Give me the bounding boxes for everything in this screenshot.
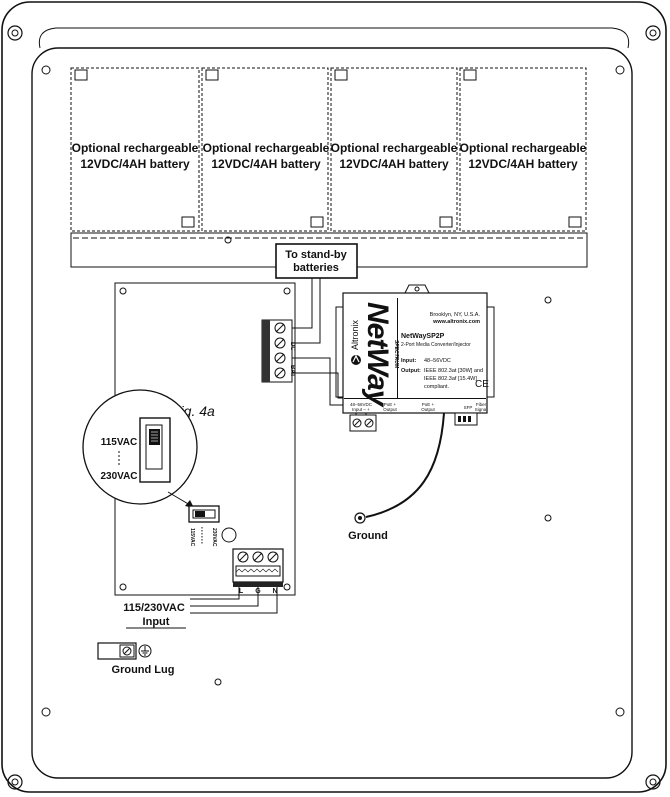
port-fiber-label: Fiber	[476, 402, 487, 407]
battery-3-line2: 12VDC/4AH battery	[339, 157, 449, 171]
board-hole	[119, 583, 127, 591]
standby-line1: To stand-by	[285, 249, 347, 261]
port-poe2-output: Output	[421, 407, 435, 412]
altronix-logo-icon	[351, 354, 361, 365]
battery-4-line2: 12VDC/4AH battery	[468, 157, 578, 171]
ground-stud-icon	[354, 512, 366, 524]
switch-230vac-label: 230VAC	[100, 471, 137, 482]
corner-screw-bottom-right	[645, 774, 661, 790]
onboard-230vac-label: 230VAC	[211, 528, 217, 547]
dc-bat-terminal-block	[261, 319, 293, 383]
input-label-line2: Input	[143, 616, 170, 628]
netway-output-key: Output:	[401, 368, 421, 374]
switch-115vac-label: 115VAC	[101, 437, 138, 448]
altronix-brand: Altronix	[350, 319, 360, 350]
netway-output-value-1: IEEE 802.3at [30W] and	[424, 368, 483, 374]
battery-2-line2: 12VDC/4AH battery	[211, 157, 321, 171]
ac-input-wires	[190, 587, 278, 614]
callout-arrow-line	[167, 491, 191, 506]
corner-screw-top-left	[7, 25, 23, 41]
netway-logo: NetWay	[361, 302, 394, 408]
ground-label: Ground	[348, 530, 388, 542]
bat-terminal-label: BAT	[289, 365, 295, 377]
board-hole	[119, 287, 127, 295]
mount-hole	[224, 236, 232, 244]
battery-1-line2: 12VDC/4AH battery	[80, 157, 190, 171]
mount-hole	[41, 65, 51, 75]
netway-model: NetWaySP2P	[401, 333, 445, 340]
ground-lug-label: Ground Lug	[112, 664, 175, 676]
input-label-line1: 115/230VAC	[123, 602, 185, 614]
mount-hole	[544, 514, 552, 522]
battery-4-line1: Optional rechargeable	[460, 141, 587, 155]
netway-module	[335, 284, 495, 414]
ce-mark: CE	[475, 379, 489, 390]
netway-description: 2-Port Media Converter/Injector	[401, 342, 471, 348]
standby-label-box	[275, 243, 358, 279]
ground-wire	[365, 412, 445, 518]
port-input-polarity: Input – +	[352, 407, 370, 412]
mount-hole	[615, 65, 625, 75]
netway-input-value: 48–56VDC	[424, 358, 451, 364]
battery-3	[330, 67, 458, 232]
netway-input-terminal	[349, 414, 377, 432]
battery-4	[459, 67, 587, 232]
mount-hole	[615, 707, 625, 717]
netway-city: Brooklyn, NY, U.S.A.	[430, 312, 481, 318]
ground-lug	[97, 642, 137, 660]
battery-1-line1: Optional rechargeable	[72, 141, 199, 155]
board-component-circle	[221, 527, 237, 543]
battery-1	[70, 67, 200, 232]
mount-hole	[41, 707, 51, 717]
port-poe1-label: PoE +	[384, 402, 397, 407]
standby-line2: batteries	[293, 262, 339, 274]
port-input-label: 48–56VDC	[350, 402, 373, 407]
board-hole	[283, 287, 291, 295]
port-sfp-label: SFP	[464, 405, 473, 410]
board-hole	[283, 583, 291, 591]
battery-2	[201, 67, 329, 232]
enclosure-lip	[38, 27, 630, 49]
ac-n-label: N	[272, 588, 277, 595]
netway-input-key: Input:	[401, 358, 416, 364]
battery-3-line1: Optional rechargeable	[331, 141, 458, 155]
port-poe1-output: Output	[383, 407, 397, 412]
mount-hole	[544, 296, 552, 304]
netway-output-value-3: compliant.	[424, 384, 450, 390]
dc-terminal-label: DC	[289, 342, 295, 351]
onboard-slide-switch	[188, 505, 220, 523]
netway-ground-connector	[454, 412, 478, 426]
netway-output-value-2: IEEE 802.3af [15.4W]	[424, 376, 477, 382]
netway-site: www.altronix.com	[432, 319, 480, 325]
ac-l-label: L	[239, 588, 244, 595]
earth-ground-icon	[138, 644, 152, 658]
spectrum-logo: SPECTRUM	[393, 340, 399, 369]
port-poe2-label: PoE +	[422, 402, 435, 407]
port-fiber-signal: Signal	[475, 407, 488, 412]
ac-terminal-block	[232, 548, 284, 587]
enclosure-inner	[31, 47, 633, 779]
magnified-slide-switch	[139, 417, 171, 483]
battery-2-line1: Optional rechargeable	[203, 141, 330, 155]
mount-hole	[214, 678, 222, 686]
corner-screw-bottom-left	[7, 774, 23, 790]
corner-screw-top-right	[645, 25, 661, 41]
onboard-115vac-label: 115VAC	[189, 528, 195, 547]
